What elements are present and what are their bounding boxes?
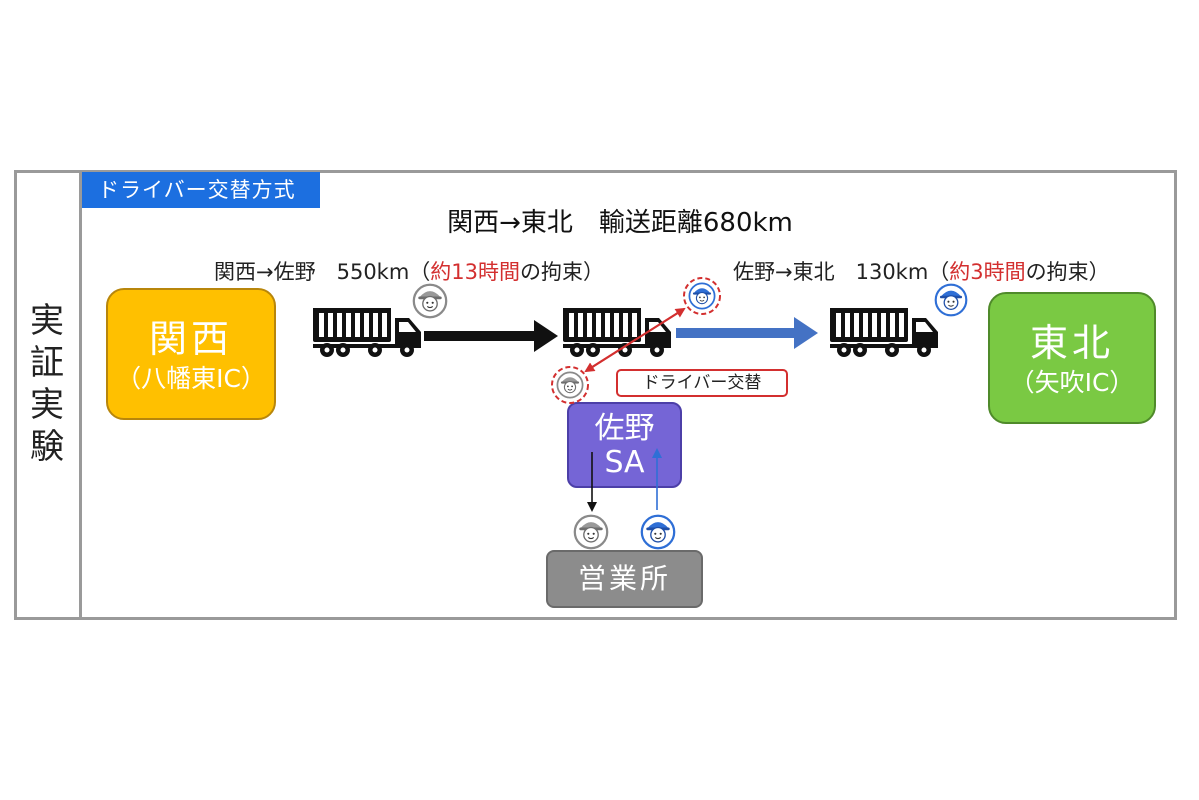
origin-box: 関西 （八幡東IC） [106, 288, 276, 420]
driver-blue-swap-icon [688, 282, 716, 310]
swap-circle-gray [551, 366, 589, 404]
leg2-route: 佐野→東北 130km（ [733, 260, 950, 284]
side-label: 実 証 実 験 [30, 301, 64, 467]
driver-blue-icon [934, 283, 968, 317]
leg1-duration: 約13時間 [430, 260, 521, 284]
origin-sub: （八幡東IC） [116, 364, 266, 393]
leg2-arrow [676, 317, 818, 349]
leg2-duration: 約3時間 [949, 260, 1026, 284]
driver-gray-office-icon [573, 514, 609, 550]
truck-destination-icon [830, 308, 938, 357]
origin-name: 関西 [148, 317, 233, 361]
swap-arrow-down [584, 308, 685, 373]
swap-label: ドライバー交替 [616, 369, 788, 397]
leg1-route: 関西→佐野 550km（ [214, 260, 431, 284]
leg1-suffix: の拘束） [520, 260, 605, 284]
leg2-label: 佐野→東北 130km（約3時間の拘束） [733, 258, 1110, 286]
swap-circle-blue [683, 277, 721, 315]
office-box: 営業所 [546, 550, 703, 608]
driver-gray-swap-icon [556, 371, 584, 399]
relay-line1: 佐野 [594, 411, 655, 446]
destination-box: 東北 （矢吹IC） [988, 292, 1156, 424]
destination-sub: （矢吹IC） [1009, 368, 1135, 397]
driver-blue-office-icon [640, 514, 676, 550]
leg1-label: 関西→佐野 550km（約13時間の拘束） [214, 258, 604, 286]
relay-line2: SA [604, 445, 645, 480]
truck-origin-icon [313, 308, 421, 357]
leg2-suffix: の拘束） [1025, 260, 1110, 284]
driver-gray-icon [412, 283, 448, 319]
method-tab: ドライバー交替方式 [82, 172, 320, 208]
truck-relay-icon [563, 308, 671, 357]
main-title: 関西→東北 輸送距離680km [447, 208, 793, 238]
leg1-arrow [424, 320, 558, 352]
relay-box: 佐野 SA [567, 402, 682, 488]
destination-name: 東北 [1029, 321, 1114, 365]
side-column [14, 170, 82, 620]
